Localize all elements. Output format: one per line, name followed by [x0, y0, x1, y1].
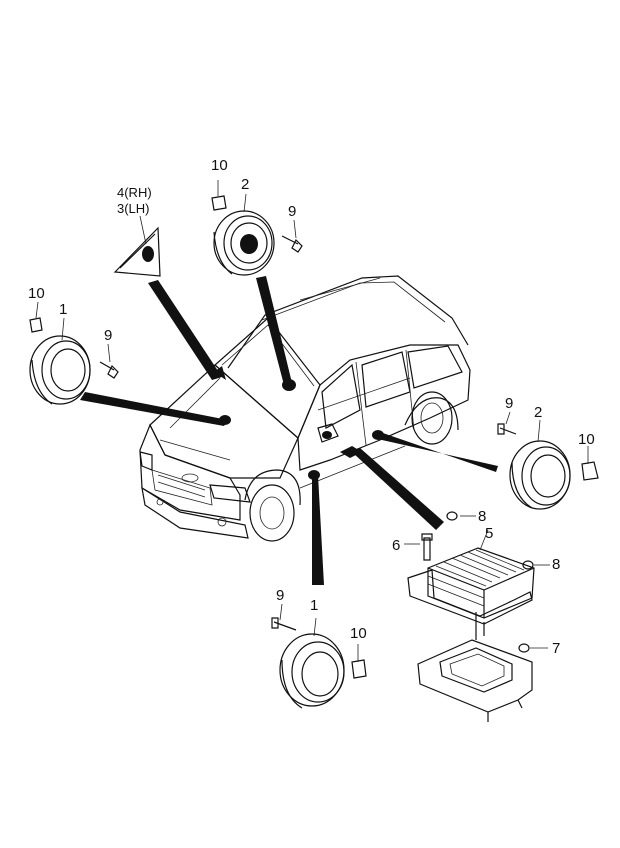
vehicle-illustration	[139, 275, 471, 542]
callout-9-top: 9	[288, 203, 297, 220]
callout-4-rh: 4(RH)	[117, 185, 152, 200]
callout-2-right: 2	[534, 404, 543, 421]
speaker-right	[497, 411, 599, 510]
mounting-bracket	[417, 612, 548, 722]
callout-8-right: 8	[552, 556, 561, 573]
tweeter-part	[113, 215, 161, 277]
callout-1-left: 1	[59, 301, 68, 318]
callout-5: 5	[485, 525, 494, 542]
callout-6: 6	[392, 537, 401, 554]
callout-10-top: 10	[211, 157, 228, 174]
callout-10-right: 10	[578, 431, 595, 448]
callout-9-right: 9	[505, 395, 514, 412]
callout-2-top: 2	[241, 176, 250, 193]
amplifier-part	[404, 511, 550, 625]
callout-1-bottom: 1	[310, 597, 319, 614]
callout-8-top: 8	[478, 508, 487, 525]
callout-7: 7	[552, 640, 561, 657]
callout-9-left: 9	[104, 327, 113, 344]
callout-9-bottom: 9	[276, 587, 285, 604]
speaker-top	[211, 180, 303, 276]
speaker-bottom	[271, 603, 367, 709]
leader-lines	[80, 276, 498, 585]
callout-10-left: 10	[28, 285, 45, 302]
callout-10-bottom: 10	[350, 625, 367, 642]
speaker-left	[29, 301, 119, 405]
callout-3-lh: 3(LH)	[117, 201, 150, 216]
